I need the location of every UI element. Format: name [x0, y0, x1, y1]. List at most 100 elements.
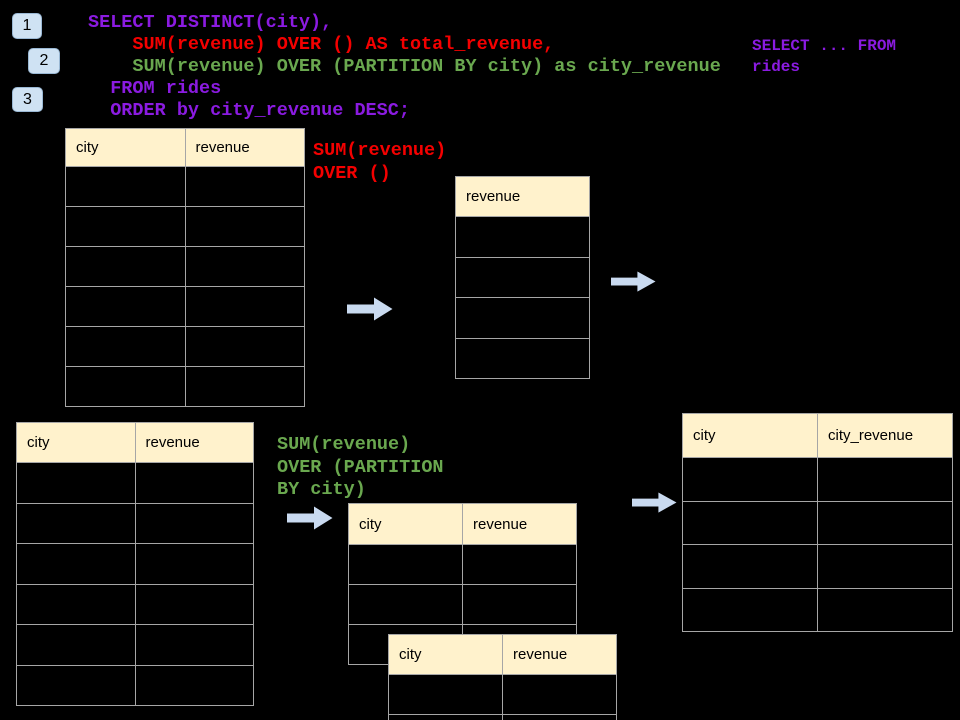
column-header: city [16, 422, 136, 463]
code-line: BY city) [277, 479, 366, 500]
table-cell [682, 457, 818, 502]
table-row [16, 462, 254, 504]
table-cell [462, 584, 577, 625]
column-header: city [682, 413, 818, 458]
table-cell [817, 587, 953, 632]
from-clause-note: SELECT ... FROM rides [752, 36, 896, 78]
table-row [455, 216, 590, 258]
table-cell [16, 583, 136, 625]
table-row [16, 664, 254, 706]
table-row [65, 326, 305, 367]
schematic-table: revenue [455, 176, 590, 379]
table-cell [388, 714, 503, 720]
table-row [348, 584, 577, 625]
table-cell [65, 286, 186, 327]
table-cell [16, 502, 136, 544]
code-line: SELECT ... FROM [752, 37, 897, 55]
table-row [455, 337, 590, 379]
table-cell [348, 584, 463, 625]
table-cell [682, 544, 818, 589]
table-row [16, 624, 254, 666]
table-cell [455, 216, 590, 258]
code-line: SUM(revenue) [277, 434, 411, 455]
column-header: revenue [184, 128, 305, 167]
table-cell [65, 326, 186, 367]
table-cell [134, 583, 254, 625]
table-row [16, 583, 254, 625]
annotation-sum-over-all: SUM(revenue)OVER () [313, 140, 446, 185]
table-cell [184, 286, 305, 327]
column-header: city_revenue [817, 413, 953, 458]
table-row [455, 297, 590, 339]
code-line: OVER () [313, 162, 391, 184]
table-cell [134, 543, 254, 585]
column-header: city [348, 503, 463, 545]
table-row [388, 714, 617, 720]
table-cell [16, 462, 136, 504]
step-badge-2: 2 [28, 48, 60, 74]
table-cell [134, 664, 254, 706]
table-cell [134, 462, 254, 504]
table-cell [65, 366, 186, 407]
table-row [65, 366, 305, 407]
table-cell [348, 544, 463, 585]
table-cell [682, 587, 818, 632]
column-header: city [65, 128, 186, 167]
step-badge-1: 1 [12, 13, 42, 39]
table-cell [134, 502, 254, 544]
table-row [16, 543, 254, 585]
table-row [16, 502, 254, 544]
flow-arrow-right-icon [347, 297, 393, 321]
table-cell [455, 337, 590, 379]
table-row [65, 246, 305, 287]
column-header: city [388, 634, 503, 675]
column-header: revenue [134, 422, 254, 463]
table-row [682, 544, 953, 589]
table-cell [502, 714, 617, 720]
table-cell [134, 624, 254, 666]
table-cell [462, 544, 577, 585]
column-header: revenue [455, 176, 590, 217]
table-cell [388, 674, 503, 715]
code-line: OVER (PARTITION [277, 456, 444, 478]
table-result-total-revenue: revenue [455, 176, 590, 379]
flow-arrow-right-icon [632, 492, 677, 513]
table-cell [16, 664, 136, 706]
code-line: SUM(revenue) OVER () AS total_revenue, [88, 34, 555, 55]
column-header: revenue [502, 634, 617, 675]
code-line: rides [752, 58, 801, 76]
table-row [682, 457, 953, 502]
flow-arrow-right-icon [287, 506, 333, 530]
table-row [65, 286, 305, 327]
table-cell [65, 246, 186, 287]
table-cell [455, 297, 590, 339]
table-cell [16, 624, 136, 666]
table-row [65, 206, 305, 247]
table-cell [682, 500, 818, 545]
table-row [348, 544, 577, 585]
code-line: ORDER by city_revenue DESC; [88, 100, 410, 121]
table-row [682, 500, 953, 545]
table-cell [184, 166, 305, 207]
table-cell [65, 206, 186, 247]
table-row [65, 166, 305, 207]
table-row [388, 674, 617, 715]
table-cell [184, 326, 305, 367]
code-line: SUM(revenue) OVER (PARTITION BY city) as… [88, 56, 721, 77]
table-cell [184, 246, 305, 287]
table-row [682, 587, 953, 632]
table-cell [16, 543, 136, 585]
table-cell [65, 166, 186, 207]
